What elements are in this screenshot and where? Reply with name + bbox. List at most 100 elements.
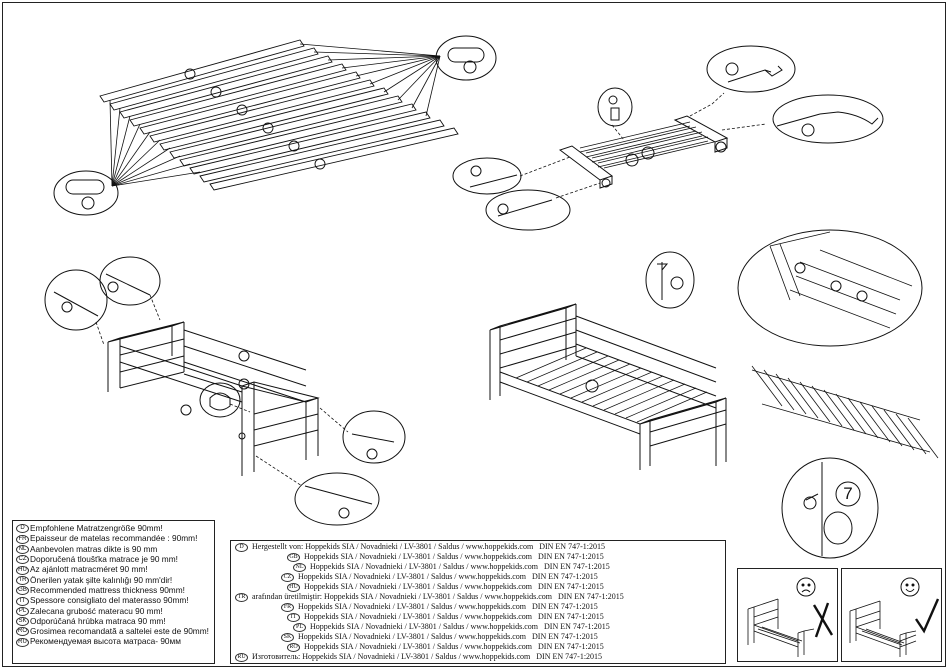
language-code: RU — [16, 637, 29, 647]
manufacturer-address: Hoppekids SIA / Novadnieki / LV-3801 / S… — [323, 592, 552, 601]
pointer-line — [111, 115, 131, 187]
pointer-line — [397, 55, 441, 101]
manufacturer-address: Hoppekids SIA / Novadnieki / LV-3801 / S… — [310, 562, 538, 571]
standard-reference: DIN EN 747-1:2015 — [544, 622, 610, 631]
manufacturer-note-line: FR Hoppekids SIA / Novadnieki / LV-3801 /… — [235, 602, 721, 612]
slat-line — [179, 103, 417, 167]
bed-slat-line — [603, 379, 675, 411]
manufacturer-prefix: Изготовитель: — [252, 652, 301, 661]
standard-reference: DIN EN 747-1:2015 — [557, 592, 624, 601]
standard-reference: DIN EN 747-1:2015 — [538, 582, 604, 591]
dowel-marker — [288, 140, 300, 152]
bed-slat-line — [570, 367, 642, 399]
slat-line — [139, 71, 361, 135]
language-code: PL — [293, 623, 306, 632]
pointer-line — [111, 123, 141, 187]
slat-line — [199, 119, 445, 183]
mattress-note-text: Grosimea recomandată a saltelei este de … — [30, 626, 209, 637]
manufacturer-address: Hoppekids SIA / Novadnieki / LV-3801 / S… — [304, 582, 532, 591]
standard-reference: DIN EN 747-1:2015 — [538, 552, 604, 561]
language-code: FR — [281, 603, 294, 612]
rolled-slat-line — [775, 373, 807, 415]
rolled-slat-line — [835, 393, 867, 435]
pointer-line — [299, 43, 441, 57]
bed-slat-line — [592, 375, 664, 407]
standard-reference: DIN EN 747-1:2015 — [532, 632, 598, 641]
mattress-note-text: Aanbevolen matras dikte is 90 mm — [30, 543, 158, 554]
pointer-line — [313, 51, 441, 57]
mattress-note-text: Empfohlene Matratzengröße 90mm! — [30, 523, 163, 533]
pointer-line — [355, 55, 441, 77]
standard-reference: DIN EN 747-1:2015 — [544, 562, 610, 571]
manufacturer-note-line: SK Hoppekids SIA / Novadnieki / LV-3801 /… — [235, 632, 721, 642]
bed-slat-line — [614, 383, 686, 415]
bed-slat-line — [548, 359, 620, 391]
standard-reference: DIN EN 747-1:2015 — [539, 542, 605, 551]
pointer-line — [425, 55, 441, 117]
manufacturer-address: Hoppekids SIA / Novadnieki / LV-3801 / S… — [298, 572, 526, 581]
pointer-line — [341, 55, 441, 69]
rolled-slat-line — [907, 417, 939, 459]
manufacturer-address: Hoppekids SIA / Novadnieki / LV-3801 / S… — [310, 622, 538, 631]
mattress-note-text: Spessore consigliato del materasso 90mm! — [30, 595, 189, 606]
standard-reference: DIN EN 747-1:2015 — [538, 612, 604, 621]
manufacturer-address: Hoppekids SIA / Novadnieki / LV-3801 / S… — [298, 602, 526, 611]
rolled-slat-line — [787, 377, 819, 419]
mattress-note-text: Recommended mattress thickness 90mm! — [30, 584, 185, 595]
language-code: PL — [16, 606, 29, 616]
standard-reference: DIN EN 747-1:2015 — [538, 642, 604, 651]
standard-reference: DIN EN 747-1:2015 — [536, 652, 603, 661]
pointer-line — [111, 131, 151, 187]
slat-line — [169, 95, 403, 159]
pointer-line — [369, 55, 441, 85]
rolled-slat-line — [763, 369, 795, 411]
pointer-line — [111, 155, 181, 187]
bed-slat-line — [537, 355, 609, 387]
language-code: RO — [287, 643, 300, 652]
pointer-line — [111, 171, 201, 187]
slat-detail-illustration — [737, 229, 939, 459]
language-code: TR — [235, 593, 248, 602]
manufacturer-prefix: Hergestellt von: — [252, 542, 304, 551]
manufacturer-address: Hoppekids SIA / Novadnieki / LV-3801 / S… — [298, 632, 526, 641]
bed-slat-line — [581, 371, 653, 403]
language-code: GB — [287, 553, 300, 562]
slat-line — [149, 79, 375, 143]
pointer-line — [109, 99, 113, 187]
slat-line — [99, 39, 305, 103]
mattress-note-text: Önerilen yatak şilte kalınlığı 90 mm'dir… — [30, 574, 173, 585]
slat-line — [129, 63, 347, 127]
slat-line — [119, 55, 333, 119]
language-code: D — [235, 543, 248, 552]
sad-face-cross-icon — [796, 577, 834, 638]
slat-line — [189, 111, 431, 175]
rolled-slat-line — [895, 413, 927, 455]
language-code: HU — [16, 565, 29, 575]
bed-frame-exploded-illustration — [44, 256, 406, 526]
slat-line — [109, 47, 319, 111]
manufacturer-note-line: PL Hoppekids SIA / Novadnieki / LV-3801 /… — [235, 622, 721, 632]
pointer-line — [111, 147, 171, 187]
pointer-line — [111, 163, 191, 187]
language-code: SK — [281, 633, 294, 642]
language-code: RO — [16, 627, 29, 637]
slat-line — [209, 127, 459, 191]
slat-line — [159, 87, 389, 151]
language-code: IT — [16, 596, 29, 606]
dowel-marker — [236, 104, 248, 116]
pointer-line — [411, 55, 441, 109]
manufacturer-address: Hoppekids SIA / Novadnieki / LV-3801 / S… — [304, 552, 532, 561]
